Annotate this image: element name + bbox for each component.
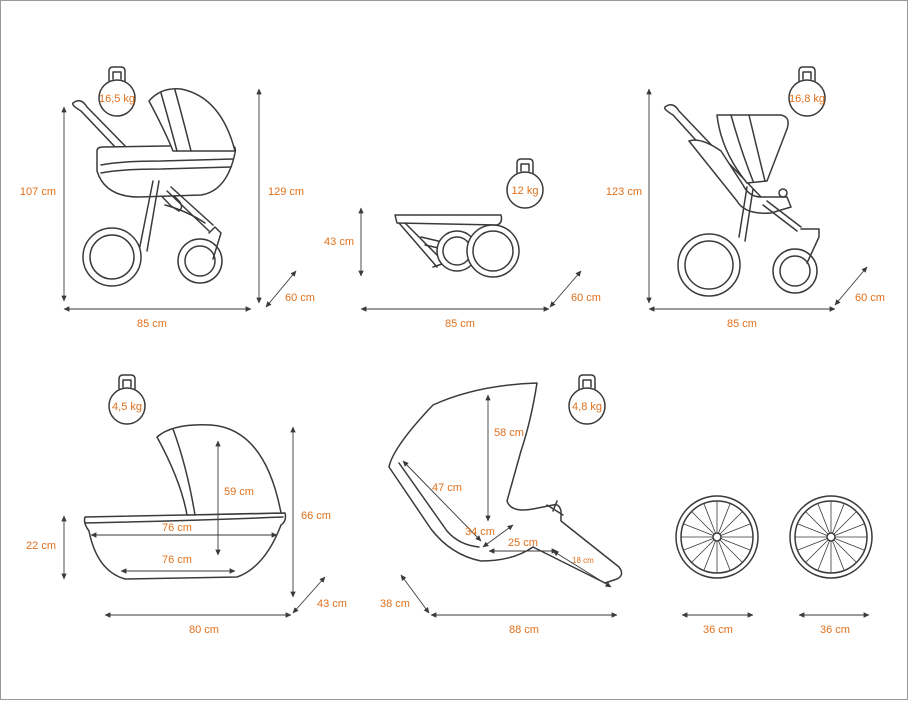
footrest-length-dimension-line [552, 550, 612, 588]
folded-frame-panel: 12 kg 43 cm 60 cm 85 cm [324, 158, 601, 330]
seat-height-label: 34 cm [465, 526, 495, 538]
width-dimension-line [834, 266, 868, 306]
width-dimension-line [292, 576, 326, 614]
length-label: 85 cm [137, 318, 167, 330]
backrest-length-dimension-line [402, 460, 482, 542]
weight-label: 12 kg [512, 185, 539, 197]
stroller-carrycot-drawing [71, 88, 237, 287]
width-label: 43 cm [317, 598, 347, 610]
seat-depth-label: 25 cm [508, 537, 538, 549]
weight-icon [108, 374, 146, 425]
width-dimension-line [549, 270, 582, 308]
front-wheel-drawing [675, 495, 759, 579]
inner-length-top-label: 76 cm [162, 522, 192, 534]
max-height-label: 129 cm [268, 186, 304, 198]
stroller-carrycot-panel: 16,5 kg 107 cm 129 cm 60 cm 85 cm [20, 66, 315, 330]
width-label: 60 cm [285, 292, 315, 304]
weight-icon [568, 374, 606, 425]
length-label: 85 cm [727, 318, 757, 330]
width-label: 60 cm [855, 292, 885, 304]
stroller-seat-drawing [663, 104, 820, 297]
inner-length-bottom-label: 76 cm [162, 554, 192, 566]
weight-label: 16,8 kg [789, 93, 825, 105]
side-height-label: 22 cm [26, 540, 56, 552]
seat-height-dimension-line [482, 524, 514, 548]
length-label: 85 cm [445, 318, 475, 330]
weight-label: 16,5 kg [99, 93, 135, 105]
length-label: 88 cm [509, 624, 539, 636]
weight-icon [98, 66, 136, 117]
rear-wheel-drawing [789, 495, 873, 579]
wheels-panel: 36 cm 36 cm [675, 495, 873, 636]
width-dimension-line [400, 574, 430, 614]
hood-height-label: 59 cm [224, 486, 254, 498]
footrest-length-label: 18 cm [572, 556, 594, 565]
rear-wheel-label: 36 cm [820, 624, 850, 636]
seat-unit-panel: 4,8 kg 58 cm 47 cm 34 cm 25 cm 18 cm 38 … [380, 374, 623, 636]
stroller-seat-panel: 16,8 kg 123 cm 60 cm 85 cm [606, 66, 885, 330]
width-label: 60 cm [571, 292, 601, 304]
backrest-height-label: 58 cm [494, 427, 524, 439]
carrycot-panel: 4,5 kg 22 cm 76 cm 76 cm 59 cm 66 cm 43 … [26, 374, 347, 636]
height-label: 123 cm [606, 186, 642, 198]
folded-frame-drawing [394, 214, 520, 278]
weight-label: 4,8 kg [572, 401, 602, 413]
height-label: 43 cm [324, 236, 354, 248]
weight-icon [506, 158, 544, 209]
length-label: 80 cm [189, 624, 219, 636]
weight-icon [788, 66, 826, 117]
height-label: 107 cm [20, 186, 56, 198]
width-dimension-line [265, 270, 297, 308]
weight-label: 4,5 kg [112, 401, 142, 413]
width-label: 38 cm [380, 598, 410, 610]
backrest-length-label: 47 cm [432, 482, 462, 494]
front-wheel-label: 36 cm [703, 624, 733, 636]
total-height-label: 66 cm [301, 510, 331, 522]
